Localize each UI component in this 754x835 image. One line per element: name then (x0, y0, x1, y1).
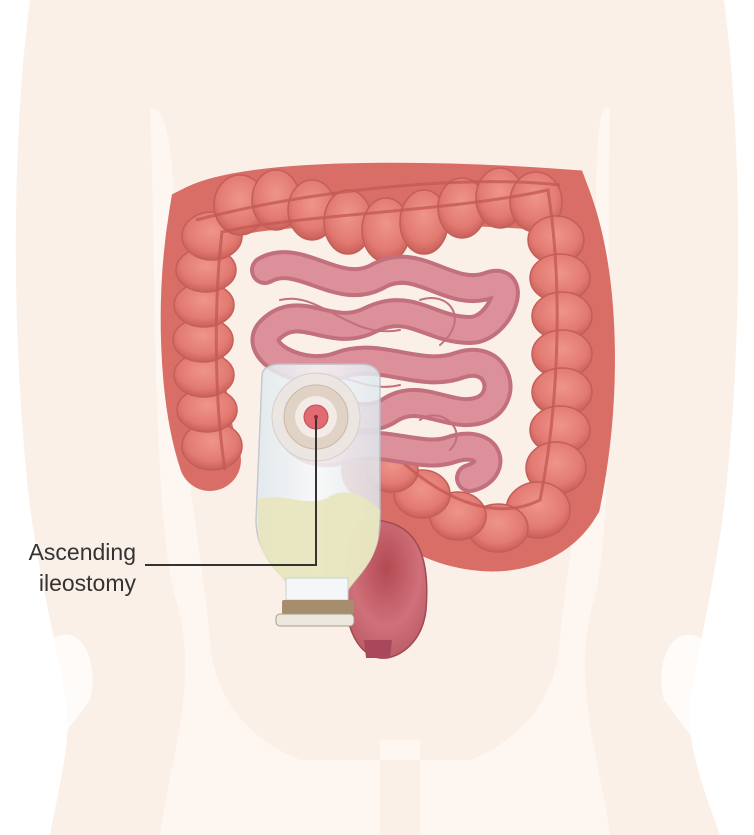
ascending-ileostomy-label: Ascending ileostomy (6, 537, 136, 599)
label-line-2: ileostomy (6, 568, 136, 599)
label-line-1: Ascending (6, 537, 136, 568)
